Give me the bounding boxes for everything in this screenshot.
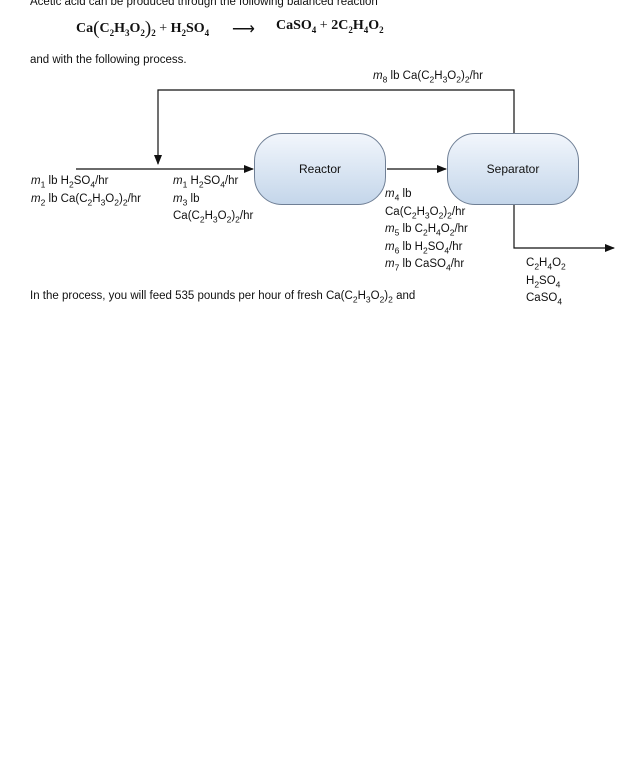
product-label-h2so4: H2SO4 — [526, 274, 561, 289]
reactor-unit: Reactor — [254, 133, 386, 205]
outlet-label-h2so4: m6 lb H2SO4/hr — [385, 240, 463, 255]
closing-text: In the process, you will feed 535 pounds… — [30, 290, 416, 305]
inlet-label-m3: m3 lb — [173, 192, 200, 207]
reactant-sulfuric-acid: H2SO4 — [170, 21, 210, 38]
product-label-acetic-acid: C2H4O2 — [526, 257, 566, 272]
product-acetic-acid: 2C2H4O2 — [331, 18, 384, 35]
outlet-label-calcium-acetate: Ca(C2H3O2)2/hr — [385, 205, 466, 220]
reactor-label: Reactor — [298, 162, 342, 176]
plus-sign-2: + — [319, 18, 328, 33]
recycle-stream-label: m8 lb Ca(C2H3O2)2/hr — [373, 70, 483, 85]
intro-text: Acetic acid can be produced through the … — [30, 0, 378, 8]
inlet-label-calcium-acetate: Ca(C2H3O2)2/hr — [173, 210, 254, 225]
separator-unit: Separator — [447, 133, 579, 205]
reaction-equation: Ca(C2H3O2)2 + H2SO4 — [76, 18, 209, 40]
reaction-arrow: ⟶ — [232, 21, 255, 38]
inlet-label-h2so4: m1 H2SO4/hr — [173, 175, 239, 190]
feed-label-calcium-acetate: m2 lb Ca(C2H3O2)2/hr — [31, 192, 141, 207]
outlet-label-caso4: m7 lb CaSO4/hr — [385, 258, 465, 273]
reactor-inlet-labels: m1 H2SO4/hr m3 lb Ca(C2H3O2)2/hr — [173, 174, 253, 227]
product-stream-line — [513, 205, 615, 252]
process-intro-text: and with the following process. — [30, 54, 187, 66]
product-stream-labels: C2H4O2 H2SO4 CaSO4 — [526, 256, 566, 309]
outlet-label-acetic-acid: m5 lb C2H4O2/hr — [385, 223, 468, 238]
outlet-label-m4: m4 lb — [385, 188, 412, 203]
separator-label: Separator — [486, 162, 540, 176]
product-label-caso4: CaSO4 — [526, 292, 563, 307]
product-calcium-sulfate: CaSO4 — [276, 18, 317, 35]
recycle-stream-line — [154, 89, 515, 165]
feed-label-h2so4: m1 lb H2SO4/hr — [31, 175, 109, 190]
feed-stream-labels: m1 lb H2SO4/hr m2 lb Ca(C2H3O2)2/hr — [31, 174, 141, 209]
reactant-calcium-acetate: Ca(C2H3O2)2 — [76, 18, 156, 39]
reactor-outlet-labels: m4 lb Ca(C2H3O2)2/hr m5 lb C2H4O2/hr m6 … — [385, 187, 468, 275]
reaction-products: CaSO4 + 2C2H4O2 — [276, 18, 384, 34]
plus-sign: + — [159, 21, 168, 36]
